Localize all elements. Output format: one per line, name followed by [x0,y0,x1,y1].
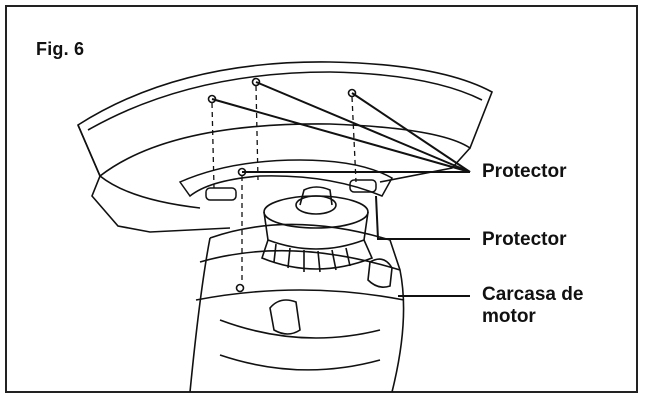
callout-label-line-1: Carcasa de [482,284,584,305]
callout-protector-screws: Protector [482,161,566,183]
motor-housing [189,223,405,393]
alignment-lines [211,85,357,284]
figure-frame [5,5,638,393]
guard-shell [76,61,494,233]
motor-cap [261,186,374,273]
callout-protector-guard: Protector [482,229,566,251]
guard-mounting-plate [178,159,394,201]
callout-label-line-2: motor [482,306,536,327]
callout-motor-housing: Carcasa de motor [482,284,583,328]
callout-label: Protector [482,229,567,250]
figure-title: Fig. 6 [36,39,85,59]
callout-label: Protector [482,161,567,182]
leader-lines [211,81,471,297]
